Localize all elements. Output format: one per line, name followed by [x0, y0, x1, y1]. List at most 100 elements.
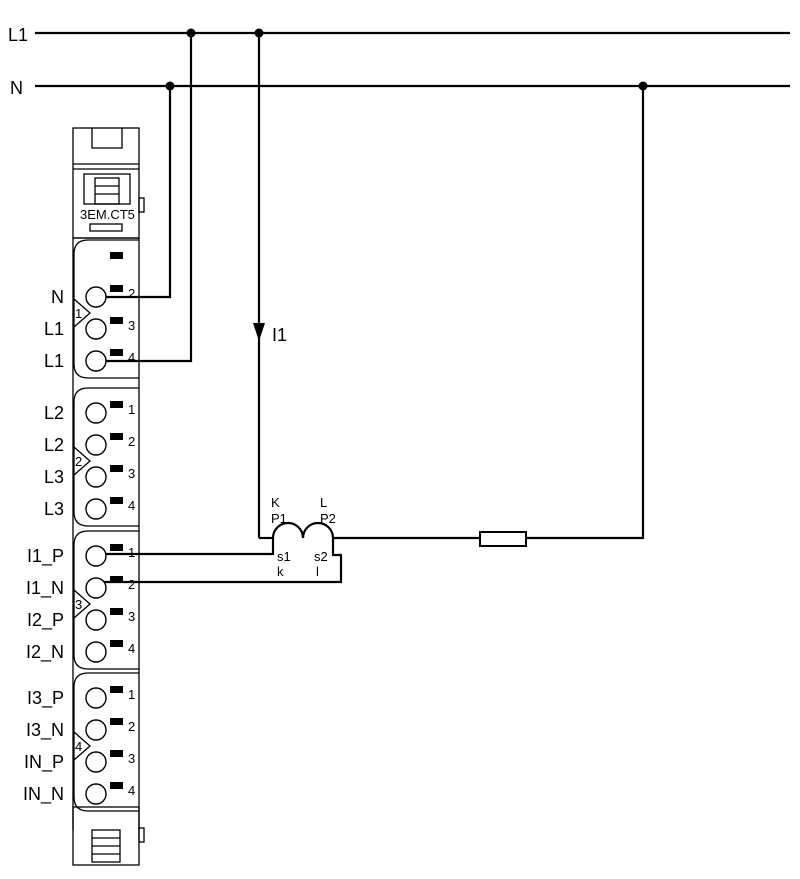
terminal-pin-number: 4 — [128, 783, 135, 798]
terminal-pin-number: 3 — [128, 751, 135, 766]
bus-l1-label: L1 — [8, 25, 28, 45]
terminal-socket[interactable] — [85, 719, 107, 741]
terminal-label: L3 — [44, 499, 64, 519]
release-slot — [110, 433, 123, 440]
terminal-socket[interactable] — [85, 318, 107, 340]
group-number: 2 — [75, 454, 82, 469]
group-marker — [73, 298, 91, 328]
group-number: 1 — [75, 306, 82, 321]
terminal-socket[interactable] — [85, 751, 107, 773]
ct-label-p1: P1 — [271, 511, 287, 526]
terminal-socket[interactable] — [85, 498, 107, 520]
ct-label-s2: s2 — [314, 549, 328, 564]
terminal-socket[interactable] — [85, 434, 107, 456]
terminal-pin-number: 2 — [128, 577, 135, 592]
release-slot — [110, 640, 123, 647]
group-marker — [73, 731, 91, 761]
terminal-groups: 12N3L14L121L22L23L34L331I1_P2I1_N3I2_P4I… — [23, 239, 139, 812]
terminal-pin-number: 3 — [128, 466, 135, 481]
terminal-pin-number: 2 — [128, 719, 135, 734]
terminal-socket[interactable] — [85, 402, 107, 424]
terminal-row: 3L1 — [44, 317, 135, 340]
terminal-label: L2 — [44, 435, 64, 455]
terminal-row: 2 L2 — [44, 433, 135, 456]
terminal-block — [73, 530, 139, 670]
terminal-label: L3 — [44, 467, 64, 487]
terminal-pin-number: 3 — [128, 609, 135, 624]
terminal-socket[interactable] — [85, 783, 107, 805]
wire-ct-s2 — [96, 538, 343, 584]
terminal-pin-number: 2 — [128, 434, 135, 449]
terminal-socket[interactable] — [85, 577, 107, 599]
terminal-row: 3I2_P — [27, 608, 135, 631]
ct-label-l: L — [320, 495, 327, 510]
release-slot — [110, 750, 123, 757]
load-resistor — [479, 531, 527, 547]
ct-label-s1: s1 — [277, 549, 291, 564]
terminal-group-1: 12N 3L1 4 L1 — [44, 239, 139, 379]
terminal-row: 3 IN_P — [24, 750, 135, 773]
terminal-row: 1 I3_P — [27, 686, 135, 709]
terminal-socket[interactable] — [85, 286, 107, 308]
terminal-block — [73, 387, 139, 527]
terminal-socket[interactable] — [85, 545, 107, 567]
terminal-label: L1 — [44, 351, 64, 371]
terminal-pin-number: 1 — [128, 402, 135, 417]
terminal-row: 3 L3 — [44, 465, 135, 488]
terminal-socket[interactable] — [85, 350, 107, 372]
terminal-socket[interactable] — [85, 466, 107, 488]
group-marker — [73, 446, 91, 476]
terminal-pin-number: 1 — [128, 687, 135, 702]
terminal-socket[interactable] — [85, 609, 107, 631]
group-number: 4 — [75, 739, 82, 754]
release-slot — [110, 317, 123, 324]
release-slot — [110, 349, 123, 356]
ct-primary-coil — [271, 521, 335, 539]
terminal-block — [73, 239, 139, 379]
module-footer — [72, 806, 145, 866]
wire-ct-s1 — [96, 538, 275, 556]
release-slot — [110, 252, 123, 259]
terminal-block — [73, 672, 139, 812]
release-slot — [110, 401, 123, 408]
terminal-pin-number: 4 — [128, 641, 135, 656]
release-slot — [110, 782, 123, 789]
release-slot — [110, 608, 123, 615]
current-label: I1 — [272, 325, 287, 345]
release-slot — [110, 285, 123, 292]
terminal-row: 4L3 — [44, 497, 135, 520]
terminal-pin-number: 4 — [128, 350, 135, 365]
release-slot — [110, 544, 123, 551]
terminal-label: IN_N — [23, 784, 64, 805]
terminal-label: I3_P — [27, 688, 64, 709]
terminal-label: L1 — [44, 319, 64, 339]
terminal-row: 2I3_N — [26, 718, 135, 741]
wire-l1-to-terminal — [96, 33, 193, 363]
group-marker — [73, 589, 91, 619]
terminal-row: 2 I1_N — [26, 576, 135, 599]
terminal-row: 4 IN_N — [23, 782, 135, 805]
terminal-label: I1_N — [26, 578, 64, 599]
release-slot — [110, 465, 123, 472]
module-name: 3EM.CT5 — [80, 207, 135, 222]
terminal-row: 2N — [51, 285, 135, 308]
wire-n-to-terminal — [96, 86, 172, 299]
terminal-row: 1 L2 — [44, 401, 135, 424]
bus-n-label: N — [10, 78, 23, 98]
terminal-label: L2 — [44, 403, 64, 423]
current-arrow — [253, 323, 265, 341]
ct-label-k: K — [271, 495, 280, 510]
terminal-socket[interactable] — [85, 641, 107, 663]
release-slot — [110, 497, 123, 504]
terminal-label: I1_P — [27, 546, 64, 567]
ct-label-l-small: l — [316, 564, 319, 579]
terminal-socket[interactable] — [85, 687, 107, 709]
ct-label-p2: P2 — [320, 511, 336, 526]
terminal-label: I2_N — [26, 642, 64, 663]
terminal-label: IN_P — [24, 752, 64, 773]
module-housing — [72, 127, 145, 830]
